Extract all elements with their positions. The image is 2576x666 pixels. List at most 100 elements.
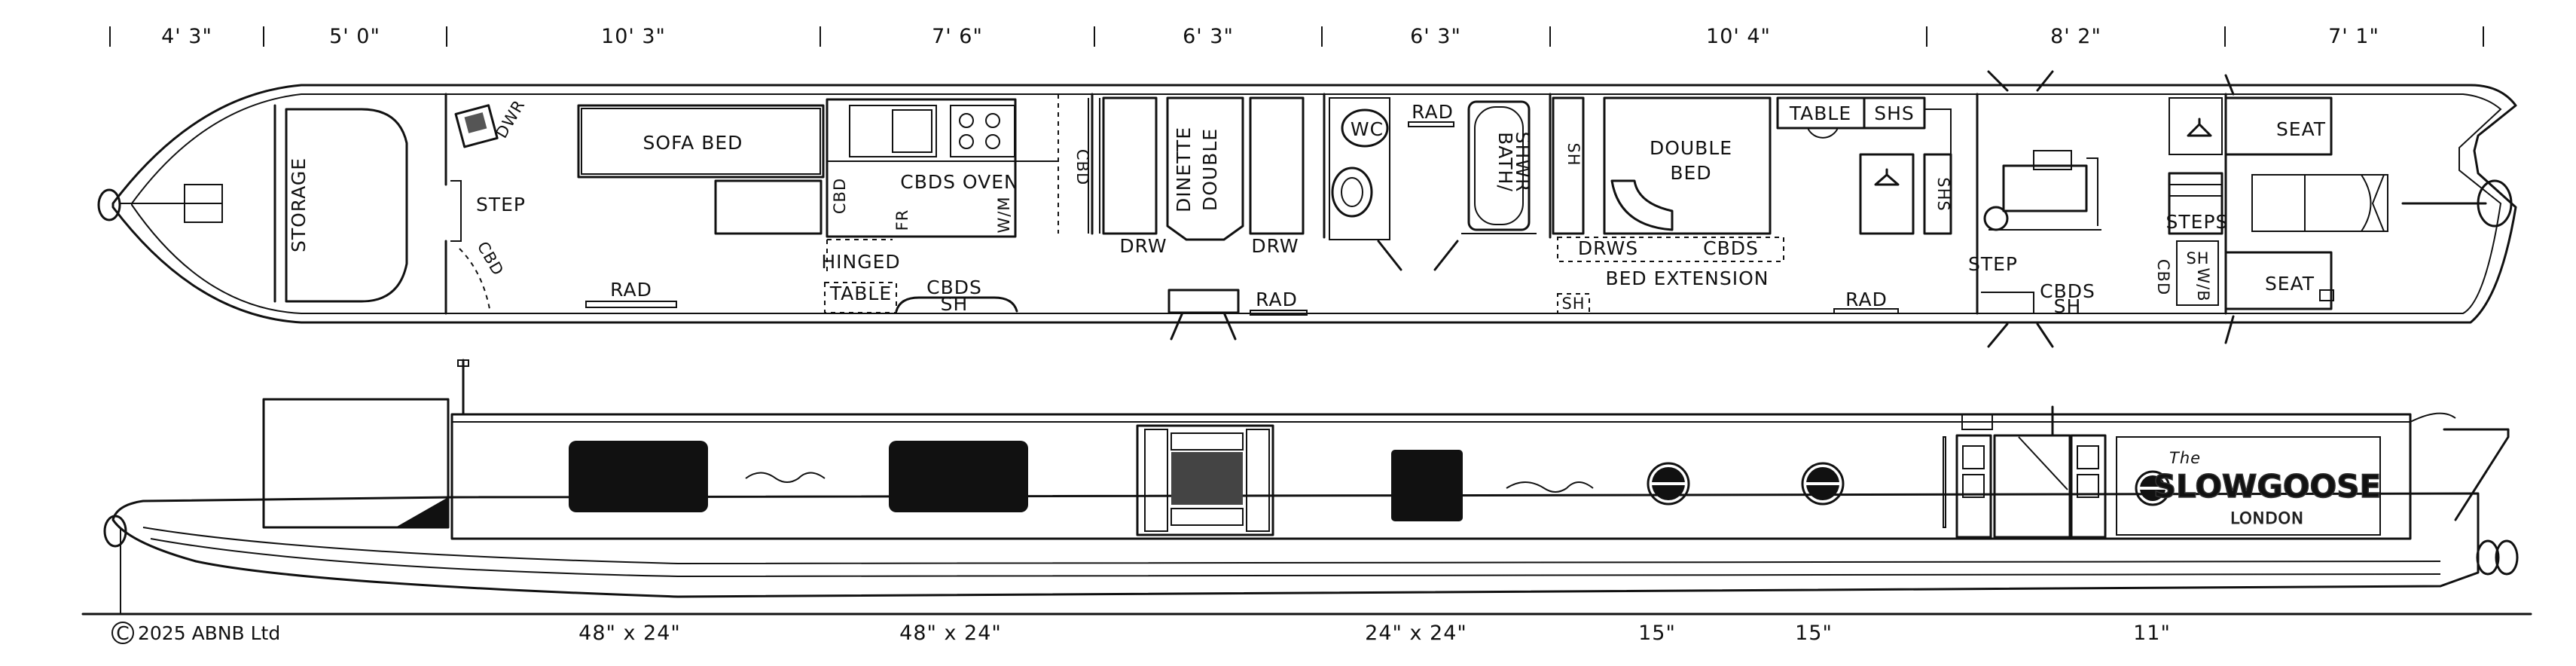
dinette-label: DINETTE — [1173, 127, 1195, 212]
step-label-left: STEP — [476, 194, 526, 215]
porthole-1 — [1647, 462, 1690, 506]
double-bed-label-2: BED — [1670, 162, 1711, 184]
rad-label-right: RAD — [1845, 289, 1888, 310]
bow-cover — [262, 398, 450, 529]
plan-view: STORAGE DWR STEP CBD SOFA BED RAD CBD FR… — [97, 70, 2517, 348]
plan-hull-inner — [131, 93, 2502, 314]
stern-hanger-icon — [2187, 118, 2212, 137]
storage-label: STORAGE — [288, 157, 310, 252]
cabin-side — [450, 413, 2412, 540]
porthole-2 — [1801, 462, 1845, 506]
cbds-label-mid: CBDS — [1703, 237, 1759, 259]
drw-label-left: DRW — [1119, 235, 1167, 257]
copyright-text: 2025 ABNB Ltd — [138, 622, 280, 644]
shs-vertical-label: SHS — [1934, 177, 1952, 211]
dimension-row: 4' 3" 5' 0" 10' 3" 7' 6" 6' 3" 6' 3" 10'… — [109, 25, 2484, 48]
window-size-label: 11" — [2133, 622, 2171, 645]
bath-label: BATH/ — [1494, 132, 1516, 192]
wc-bowl — [1341, 108, 1389, 148]
dimension-label: 8' 2" — [2050, 25, 2101, 48]
double-label: DOUBLE — [1199, 128, 1221, 211]
exterior-doors — [1987, 70, 2235, 348]
bow-fender — [97, 188, 121, 221]
side-hatch-elevation — [1136, 424, 1274, 536]
cbds-oven-label: CBDS OVEN — [900, 171, 1019, 193]
table-label-bottom: TABLE — [829, 283, 892, 304]
drw-label-right: DRW — [1251, 235, 1299, 257]
fr-label: FR — [893, 209, 911, 231]
galley-counter — [826, 98, 1017, 238]
double-bed-label-1: DOUBLE — [1650, 137, 1732, 159]
side-hatch-left — [1167, 289, 1240, 314]
sh-wb-label-2: W/B — [2194, 267, 2212, 301]
sofa-bed-label: SOFA BED — [643, 132, 743, 154]
cbds-label-bottom: CBDS — [926, 276, 982, 298]
cbds-label-right: CBDS — [2040, 280, 2095, 302]
engine-unit — [2002, 164, 2088, 212]
wardrobe — [1859, 153, 1915, 235]
dinette-seat-left — [1102, 96, 1158, 235]
shelves-cabinet — [1552, 96, 1585, 235]
rad-label-left: RAD — [610, 279, 652, 301]
dimension-label: 6' 3" — [1410, 25, 1461, 48]
dwr-label: DWR — [493, 96, 529, 141]
sh-label-bottom: SH — [941, 293, 969, 315]
hob — [950, 105, 1015, 157]
sh-label-right: SH — [2054, 295, 2082, 317]
bathroom-wall — [1329, 97, 1390, 240]
elevation-bow-fender — [103, 515, 127, 548]
drws-label: DRWS — [1578, 237, 1638, 259]
side-hatch-door — [1171, 452, 1243, 505]
seat-top-label: SEAT — [2276, 118, 2326, 140]
elevation-hull — [111, 492, 2480, 598]
window-size-label: 48" x 24" — [899, 622, 1002, 645]
washbasin — [1331, 166, 1373, 218]
boat-home-port: LONDON — [2230, 509, 2304, 527]
dimension-label: 10' 3" — [601, 25, 666, 48]
double-bed — [1603, 96, 1772, 235]
wm-label: W/M — [995, 197, 1013, 234]
elevation-stern-fender — [2476, 539, 2500, 576]
elevation-view: The SLOWGOOSE LONDON — [81, 359, 2532, 616]
bow-cover-shadow — [395, 497, 448, 527]
dimension-label: 4' 3" — [161, 25, 212, 48]
window-sizes-row: C 2025 ABNB Ltd 48" x 24" 48" x 24" 24" … — [111, 622, 2171, 645]
scrollwork-decor — [745, 472, 1594, 493]
seat-bottom — [2224, 251, 2333, 310]
shs-top-box — [1863, 96, 1926, 130]
cbd-vertical-label: CBD — [831, 178, 849, 214]
steps-treads — [2169, 184, 2222, 234]
porthole-3 — [2135, 470, 2171, 506]
shs-vertical-box — [1923, 153, 1952, 235]
sink-bowl — [892, 109, 932, 153]
copyright-symbol: C — [116, 622, 129, 644]
hinged-label: HINGED — [821, 251, 900, 273]
dinette-table — [1166, 96, 1244, 241]
armchair — [714, 179, 823, 235]
window-size-label: 15" — [1638, 622, 1676, 645]
window-size-label: 24" x 24" — [1365, 622, 1467, 645]
bed-pillow-curve — [1610, 179, 1674, 231]
boat-name: SLOWGOOSE — [2153, 468, 2381, 505]
step-label-right: STEP — [1968, 253, 2018, 275]
sh-wb-label-1: SH — [2186, 249, 2209, 267]
dimension-label: 7' 1" — [2328, 25, 2379, 48]
rear-panel-left — [1955, 434, 1992, 539]
dimension-label: 6' 3" — [1183, 25, 1234, 48]
boat-name-the: The — [2169, 449, 2201, 467]
window-2 — [889, 441, 1028, 512]
steps-label: STEPS — [2166, 211, 2229, 233]
wc-label: WC — [1351, 118, 1384, 140]
plan-hull-outline — [111, 84, 2517, 324]
hinged-table-shape — [895, 296, 1018, 313]
window-3 — [1391, 450, 1463, 521]
dinette-seat-right — [1249, 96, 1305, 235]
bathroom-door-right — [1433, 240, 1459, 271]
sink — [849, 105, 937, 157]
stove-body — [464, 112, 487, 133]
rad-label-mid: RAD — [1256, 289, 1298, 310]
bathroom-door-left — [1377, 240, 1402, 271]
bath-shower — [1467, 100, 1531, 231]
table-label-top: TABLE — [1789, 102, 1851, 124]
